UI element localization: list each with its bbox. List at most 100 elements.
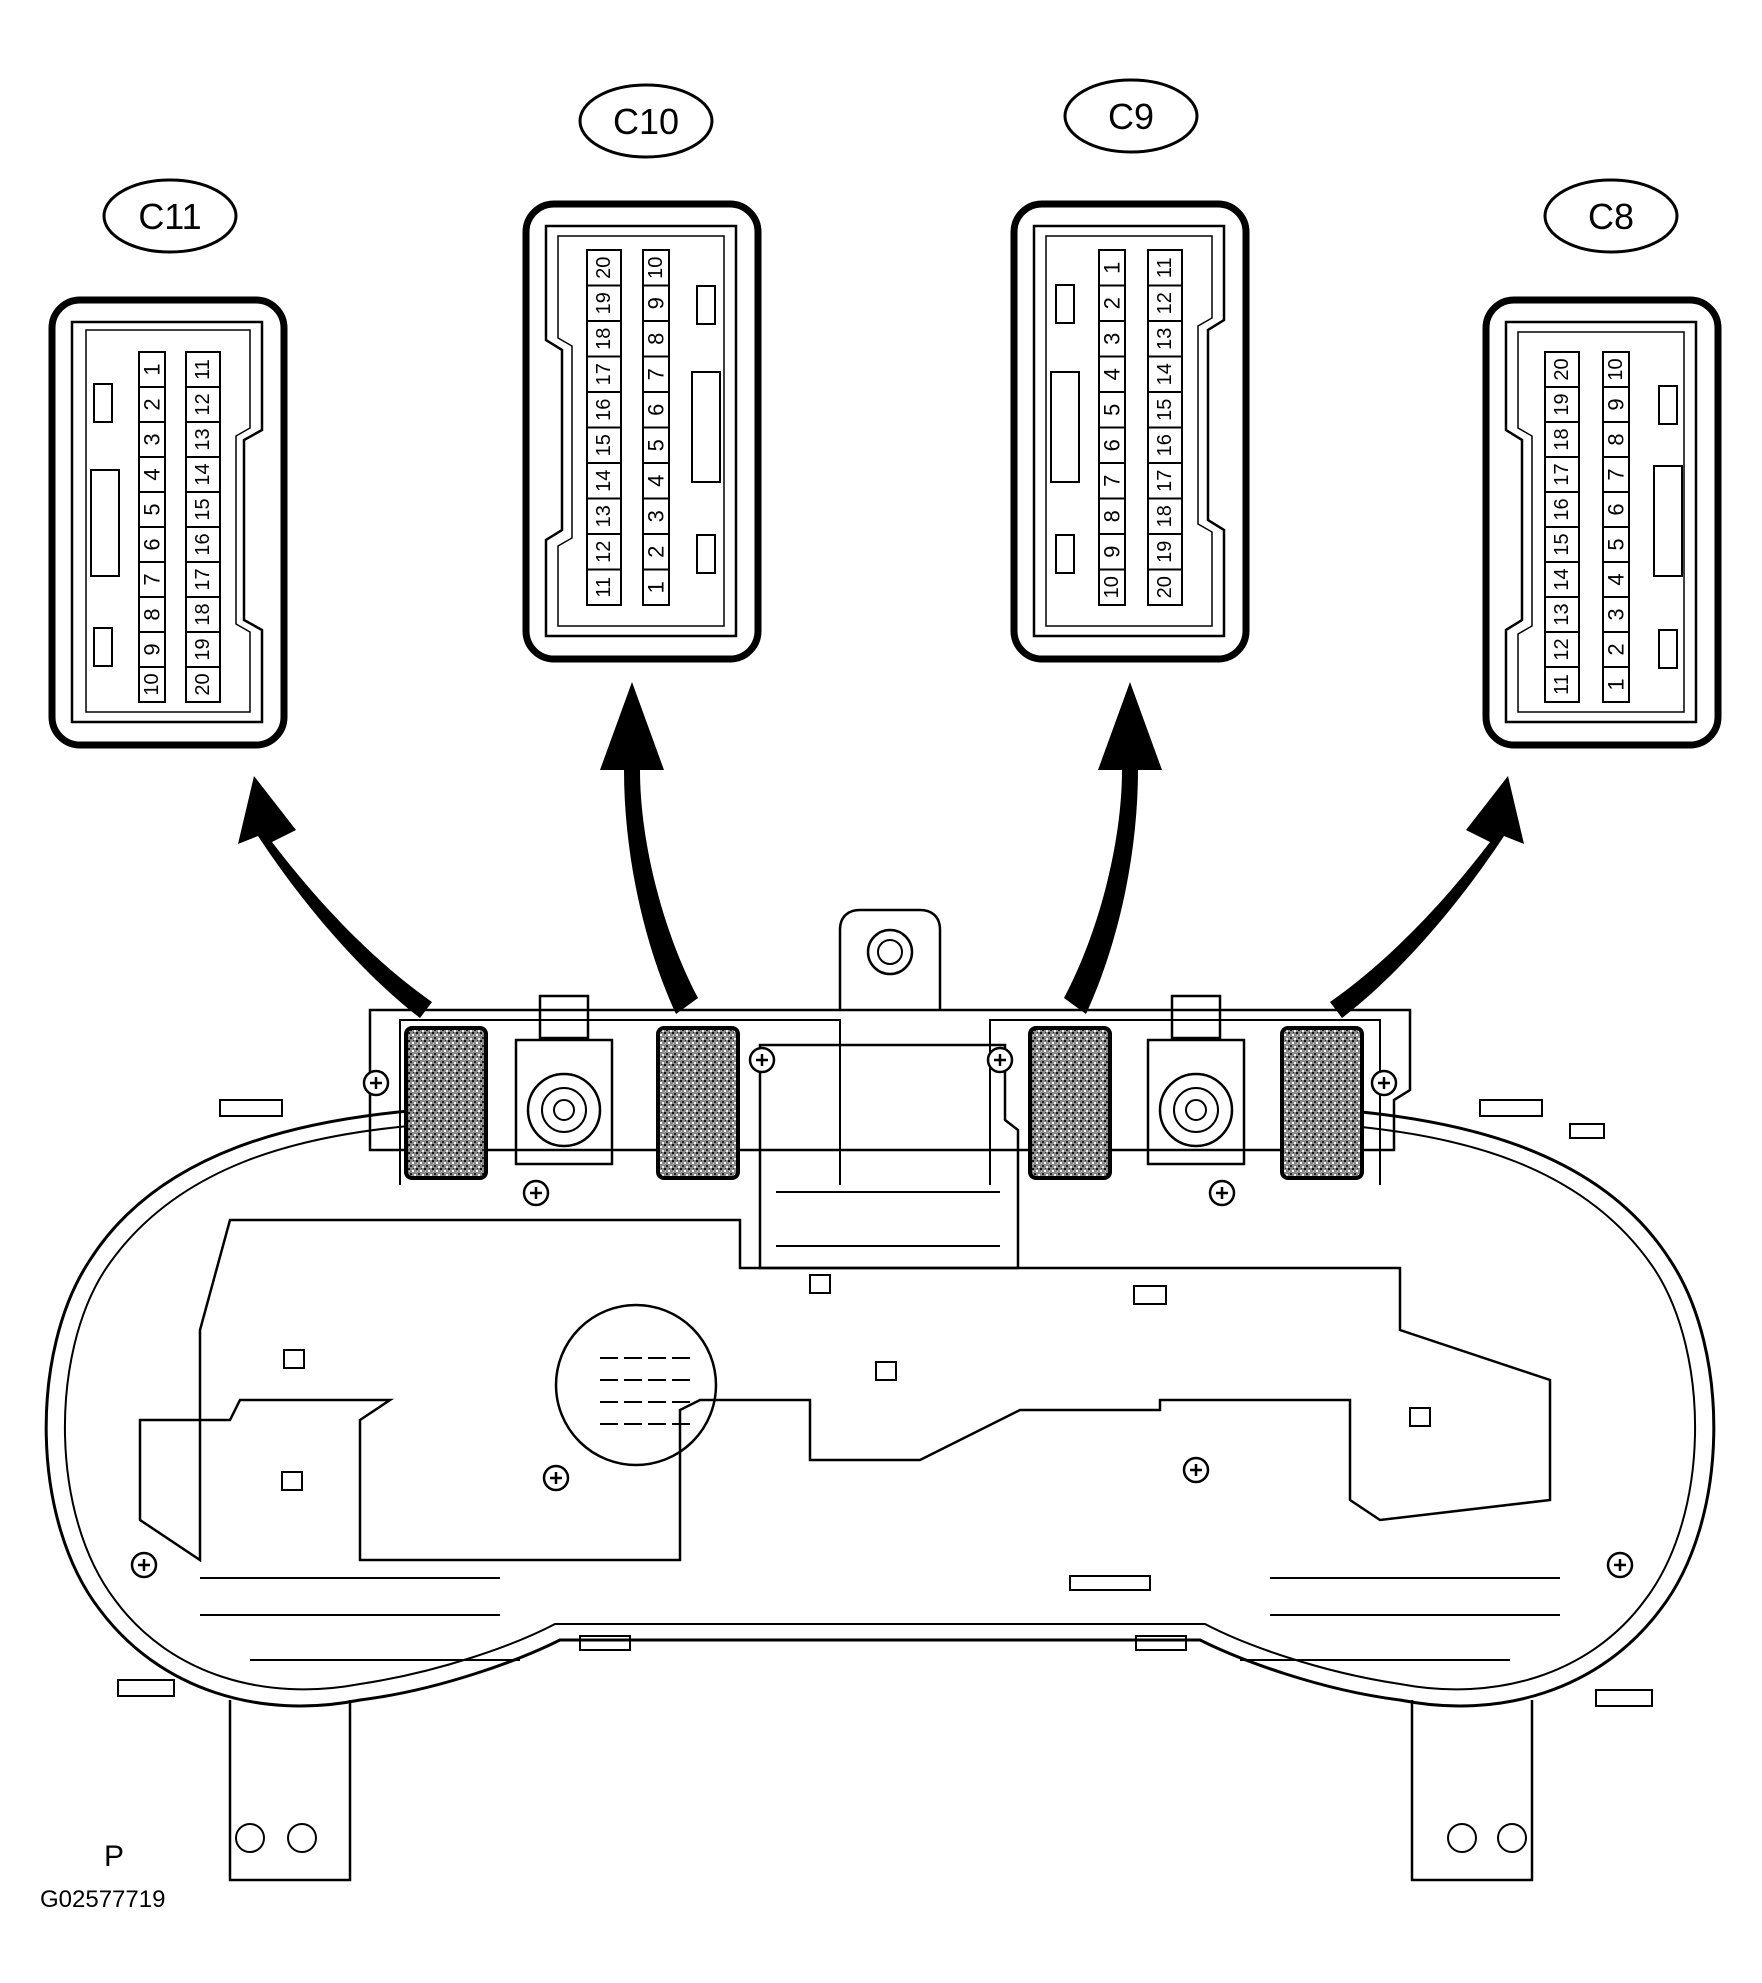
connector-label-c10: C10 [578,83,714,159]
pin-number: 14 [593,470,615,492]
pin-number: 7 [644,368,669,380]
pin-number: 5 [1604,538,1629,550]
pin-number: 15 [1154,399,1176,421]
pin-number: 1 [140,363,165,375]
connector-label-c9: C9 [1063,78,1199,154]
pin-number: 6 [1100,439,1125,451]
pin-number: 1 [644,581,669,593]
pin-number: 8 [644,333,669,345]
pin-number: 11 [1551,674,1573,695]
pin-number: 14 [1551,568,1573,590]
pin-number: 9 [140,643,165,655]
pin-number: 3 [140,433,165,445]
pin-number: 4 [140,468,165,480]
pin-number: 18 [192,603,214,625]
screw-icon [1606,1551,1634,1579]
arrow-to-c8 [1330,776,1524,1018]
connector-label-c11: C11 [102,178,238,254]
screw-icon [1208,1179,1236,1207]
pin-number: 7 [1604,468,1629,480]
pin-number: 12 [1154,292,1176,314]
pin-number: 16 [1551,498,1573,520]
pin-number: 13 [1551,603,1573,625]
pin-number: 6 [644,404,669,416]
pin-number: 3 [1100,333,1125,345]
instrument-cluster-housing [44,908,1716,1882]
pin-number: 3 [1604,608,1629,620]
pin-number: 2 [140,398,165,410]
pin-number: 7 [1100,475,1125,487]
svg-text:C11: C11 [138,196,201,237]
pin-number: 18 [593,328,615,350]
pin-number: 20 [192,673,214,695]
pin-number: 17 [593,363,615,385]
pin-number: 14 [1154,363,1176,385]
pin-number: 13 [192,428,214,450]
pin-number: 4 [1100,368,1125,380]
svg-text:C9: C9 [1108,96,1154,137]
socket-c8 [1280,1026,1364,1180]
view-code: P [104,1840,125,1873]
pin-number: 3 [644,510,669,522]
socket-c9 [1028,1026,1112,1180]
pin-number: 13 [1154,328,1176,350]
arrow-to-c10 [600,682,698,1014]
pin-number: 1 [1100,262,1125,274]
pin-number: 18 [1154,505,1176,527]
pin-number: 19 [1154,541,1176,563]
pin-number: 11 [593,577,615,598]
screw-icon [986,1046,1014,1074]
pin-number: 13 [593,505,615,527]
socket-c11 [404,1026,488,1180]
pin-number: 5 [1100,404,1125,416]
pin-number: 17 [1551,463,1573,485]
pin-number: 11 [192,359,214,380]
arrow-to-c11 [238,776,432,1018]
pin-number: 1 [1604,678,1629,690]
pin-number: 16 [1154,434,1176,456]
pin-number: 10 [645,257,667,279]
pin-number: 8 [1100,510,1125,522]
screw-icon [522,1179,550,1207]
arrow-to-c9 [1064,682,1162,1014]
pin-number: 5 [140,503,165,515]
screw-icon [1182,1456,1210,1484]
pin-number: 4 [644,475,669,487]
figure-id: G02577719 [40,1886,166,1913]
screw-icon [748,1046,776,1074]
pin-number: 8 [140,608,165,620]
pin-number: 2 [1604,643,1629,655]
pin-number: 6 [1604,503,1629,515]
pin-number: 11 [1154,257,1176,278]
pin-number: 2 [1100,297,1125,309]
pin-number: 4 [1604,573,1629,585]
pin-number: 7 [140,573,165,585]
pin-number: 17 [192,568,214,590]
pin-number: 19 [192,638,214,660]
pin-number: 15 [593,434,615,456]
pin-number: 19 [1551,393,1573,415]
pin-number: 18 [1551,428,1573,450]
pin-number: 9 [644,297,669,309]
pin-number: 20 [1551,358,1573,380]
pin-number: 6 [140,538,165,550]
pin-number: 10 [141,673,163,695]
pin-number: 8 [1604,433,1629,445]
pin-number: 16 [192,533,214,555]
pin-number: 2 [644,546,669,558]
pin-number: 14 [192,463,214,485]
pin-number: 15 [192,498,214,520]
pin-number: 19 [593,292,615,314]
screw-icon [130,1551,158,1579]
screw-icon [542,1464,570,1492]
screw-icon [1370,1069,1398,1097]
pin-number: 10 [1101,576,1123,598]
pin-number: 17 [1154,470,1176,492]
pin-number: 9 [1604,398,1629,410]
pin-number: 16 [593,399,615,421]
pin-number: 9 [1100,546,1125,558]
socket-c10 [656,1026,740,1180]
